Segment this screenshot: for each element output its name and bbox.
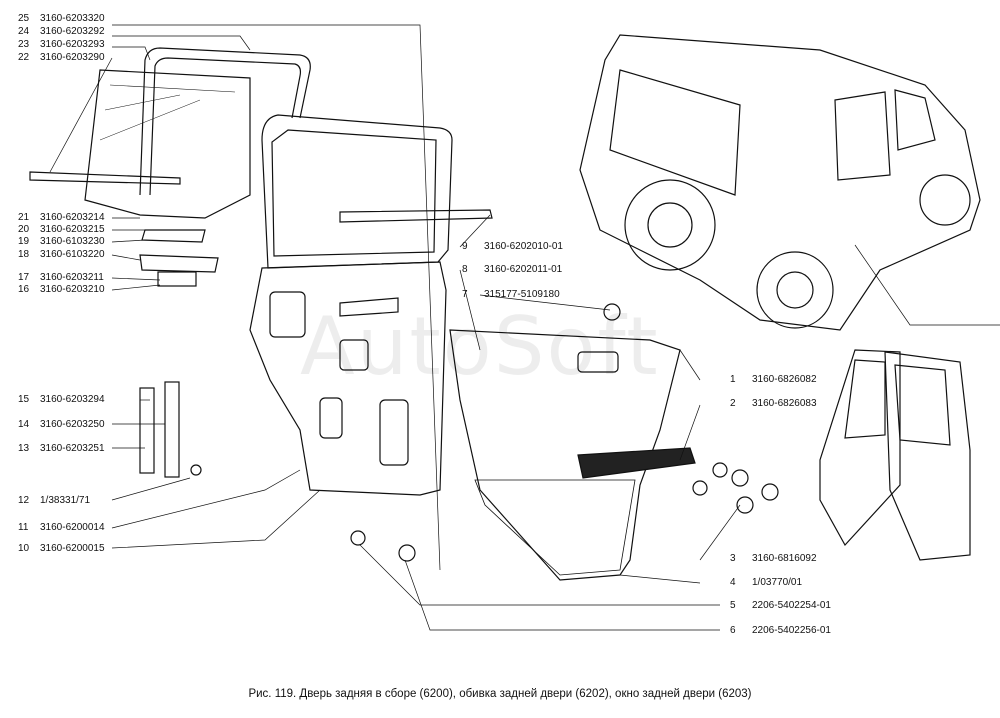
- leader-lines: [49, 24, 1000, 631]
- window-glass: [84, 69, 251, 219]
- pad: [141, 229, 206, 243]
- window-seal: [139, 47, 311, 196]
- seal-strip: [29, 171, 181, 185]
- fasteners: [190, 303, 779, 562]
- door-assembly: [249, 114, 453, 496]
- vehicle-outline: [579, 34, 981, 331]
- pad: [139, 254, 219, 273]
- window-channel-rear: [164, 381, 180, 478]
- window-channel: [139, 387, 155, 474]
- figure-caption: Рис. 119. Дверь задняя в сборе (6200), о…: [248, 688, 752, 700]
- open-doors-view: [819, 349, 971, 561]
- outer-belt-strip: [339, 209, 493, 223]
- door-trim-panel: [449, 329, 681, 581]
- bracket: [157, 271, 197, 287]
- armrest: [577, 447, 696, 479]
